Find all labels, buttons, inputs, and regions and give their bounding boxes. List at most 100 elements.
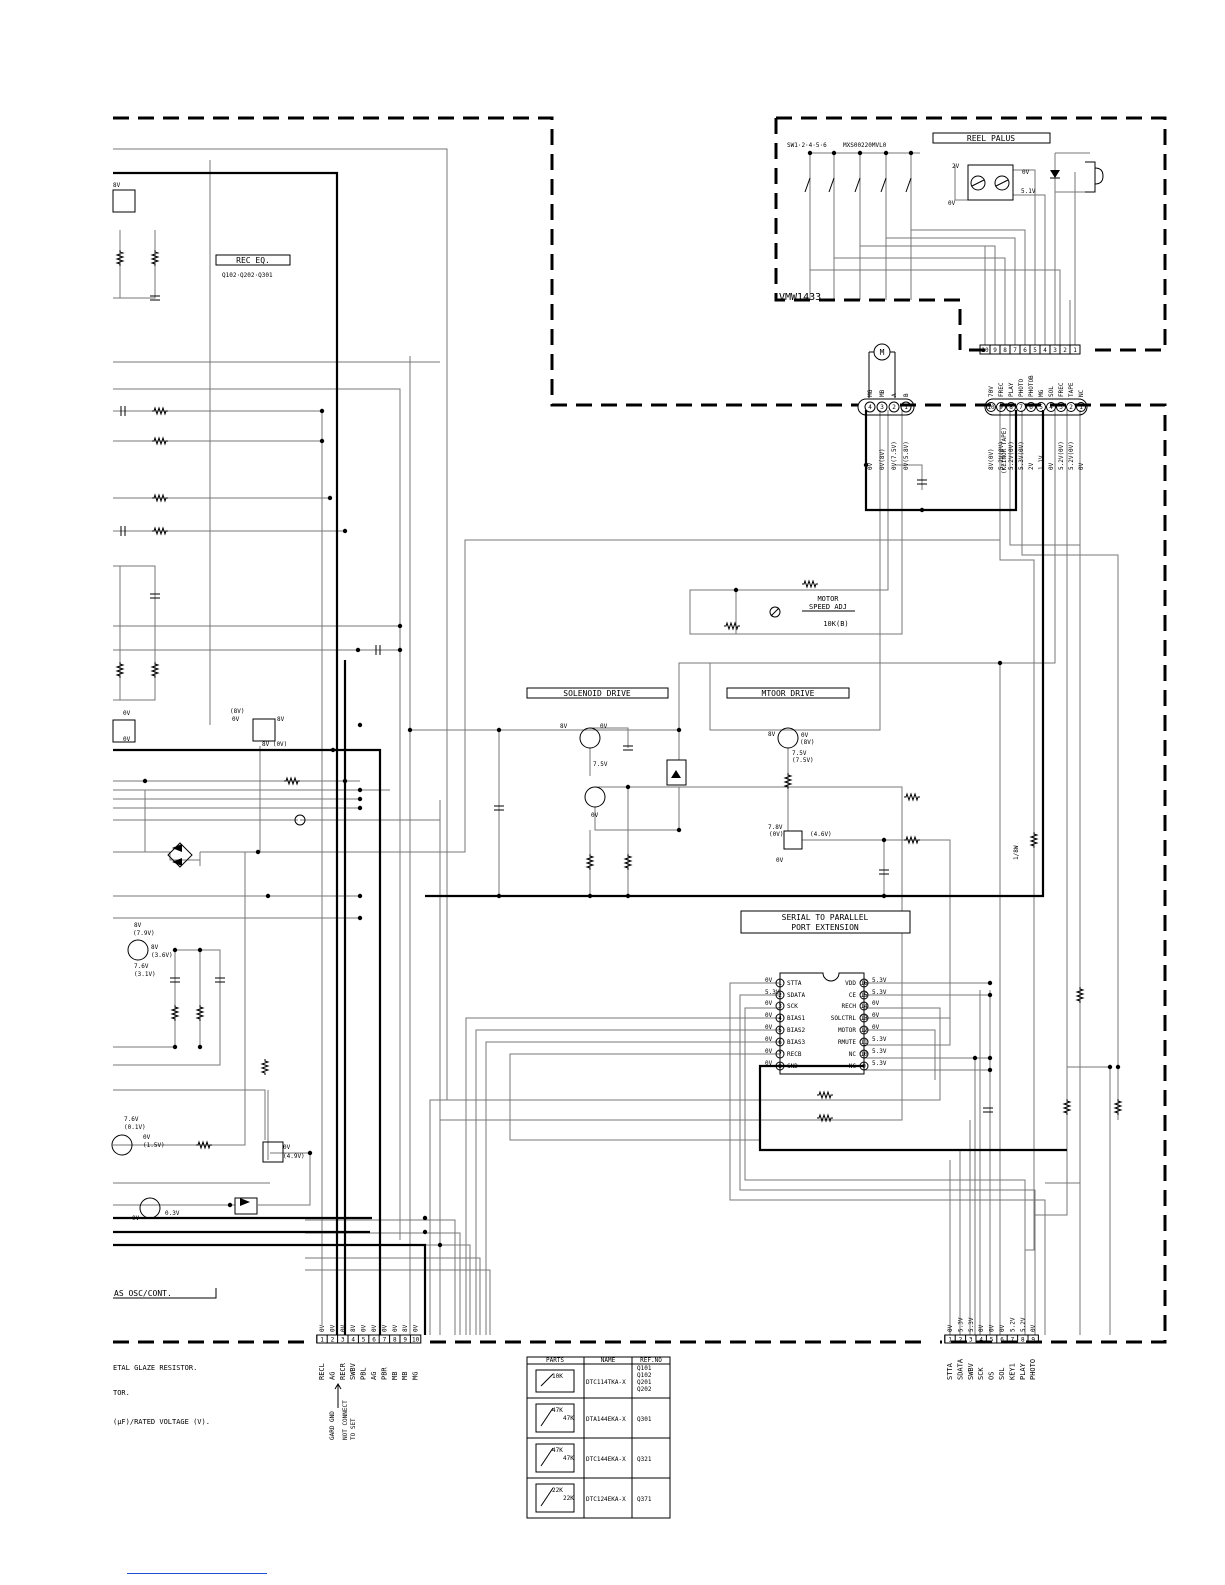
bottom-right-connector-pin-number: 6 bbox=[1000, 1337, 1004, 1344]
bottom-left-connector-pin-number: 9 bbox=[403, 1337, 407, 1344]
bottom-right-connector-signal: PLAY bbox=[1019, 1362, 1027, 1380]
deck-connector-signal: SOL bbox=[1048, 386, 1055, 397]
bottom-left-connector-pin-number: 2 bbox=[331, 1337, 335, 1344]
junction bbox=[883, 150, 889, 156]
deck-connector-pin bbox=[1056, 402, 1066, 412]
deck-connector-pin-number: 7 bbox=[1019, 404, 1023, 411]
junction bbox=[908, 150, 914, 156]
svg-text:8V: 8V bbox=[134, 922, 142, 929]
bottom-right-connector-pin-number: 1 bbox=[948, 1337, 952, 1344]
junction bbox=[857, 150, 863, 156]
ic-right-pin bbox=[859, 1025, 869, 1035]
ic-right-pin-number: 15 bbox=[860, 992, 868, 999]
junction bbox=[397, 647, 403, 653]
junction bbox=[319, 438, 325, 444]
resistor bbox=[817, 1090, 833, 1100]
junction bbox=[881, 893, 887, 899]
parts-symbol bbox=[535, 1483, 575, 1513]
rec-eq-refs: Q102·Q202·Q301 bbox=[222, 272, 273, 279]
junction bbox=[881, 837, 887, 843]
junction bbox=[987, 992, 993, 998]
bottom-right-connector-pin-number: 7 bbox=[1011, 1337, 1015, 1344]
motor-connector-pin-number: 3 bbox=[880, 404, 884, 411]
junction bbox=[327, 495, 333, 501]
switch-contact bbox=[854, 177, 861, 193]
svg-text:7.5V: 7.5V bbox=[792, 750, 807, 757]
resistor bbox=[115, 662, 125, 678]
deck-connector-pin bbox=[986, 402, 996, 412]
svg-text:8V: 8V bbox=[151, 944, 159, 951]
ic-right-pin-name: RECH bbox=[842, 1003, 857, 1010]
deck-connector-signal: MG bbox=[1038, 389, 1045, 397]
resistor bbox=[904, 835, 920, 845]
junction bbox=[142, 778, 148, 784]
svg-text:0V: 0V bbox=[132, 1215, 140, 1222]
capacitor bbox=[917, 479, 927, 485]
svg-text:7.5V: 7.5V bbox=[593, 761, 608, 768]
ic-right-pin-name: CE bbox=[849, 992, 857, 999]
ic-right-pin-name: NC bbox=[849, 1063, 857, 1070]
svg-text:0.3V: 0.3V bbox=[165, 1210, 180, 1217]
svg-text:8V: 8V bbox=[113, 182, 121, 189]
deck-connector-signal: NC bbox=[1078, 389, 1085, 397]
capacitor bbox=[215, 977, 225, 983]
capacitor bbox=[983, 1107, 993, 1113]
bottom-right-connector-voltage: 0V bbox=[989, 1324, 996, 1332]
bottom-right-connector-signal: OS bbox=[988, 1372, 996, 1380]
bottom-left-connector-pin-number: 4 bbox=[351, 1337, 355, 1344]
motor-connector-body bbox=[857, 398, 915, 416]
motor-connector-pin bbox=[876, 401, 888, 413]
ic-right-pin-voltage: 5.3V bbox=[872, 1048, 887, 1055]
junction bbox=[172, 947, 178, 953]
deck-connector-pin-number: 9 bbox=[999, 404, 1003, 411]
parts-ref: Q301 bbox=[637, 1416, 652, 1423]
ic-left-pin-name: RECB bbox=[787, 1051, 802, 1058]
resistor bbox=[817, 1113, 833, 1123]
svg-text:TOR.: TOR. bbox=[113, 1389, 130, 1397]
junction bbox=[1115, 1064, 1121, 1070]
bottom-right-connector-signal: SCK bbox=[977, 1367, 985, 1380]
transistor bbox=[139, 1197, 161, 1219]
svg-text:(7.9V): (7.9V) bbox=[133, 930, 155, 937]
ic-left-pin bbox=[775, 1013, 785, 1023]
deck-connector-pin-number: 2 bbox=[1069, 404, 1073, 411]
resistor bbox=[152, 493, 168, 503]
svg-text:8V: 8V bbox=[277, 716, 285, 723]
footer-link-underline[interactable] bbox=[127, 1573, 267, 1574]
junction bbox=[307, 1150, 313, 1156]
parts-symbol bbox=[535, 1403, 575, 1433]
diode-pair bbox=[240, 1198, 250, 1206]
bottom-left-connector-signal: MB bbox=[401, 1372, 409, 1380]
ic-left-pin-name: STTA bbox=[787, 980, 802, 987]
deck-connector-voltage: 1.1V bbox=[1038, 455, 1045, 470]
resistor bbox=[1029, 832, 1039, 848]
parts-name: DTC144EKA-X bbox=[586, 1456, 626, 1463]
ic-right-pin-voltage: 0V bbox=[872, 1024, 880, 1031]
junction bbox=[197, 947, 203, 953]
bottom-right-connector-pin-number: 8 bbox=[1021, 1337, 1025, 1344]
bottom-left-connector-voltage: 0V bbox=[319, 1324, 326, 1332]
motor-connector-signal: MB bbox=[879, 389, 886, 397]
svg-text:(µF)/RATED VOLTAGE (V).: (µF)/RATED VOLTAGE (V). bbox=[113, 1418, 210, 1426]
ic-left-pin-number: 5 bbox=[778, 1027, 782, 1034]
ic-left-pin-voltage: 0V bbox=[765, 1060, 773, 1067]
deck-connector-voltage: 5.2V(0V) bbox=[998, 441, 1005, 470]
bottom-left-connector-signal: MB bbox=[391, 1372, 399, 1380]
switch-contact bbox=[828, 177, 835, 193]
motor-connector-voltage: 0V(8V) bbox=[879, 448, 886, 470]
ic-right-pin-name: MOTOR bbox=[838, 1027, 856, 1034]
junction bbox=[357, 787, 363, 793]
ic-left-pin-number: 4 bbox=[778, 1015, 782, 1022]
reel-connector-pin-number: 7 bbox=[1013, 347, 1017, 354]
ic-left-pin-number: 3 bbox=[778, 1003, 782, 1010]
junction bbox=[1107, 1064, 1113, 1070]
svg-text:1/8W: 1/8W bbox=[1013, 845, 1020, 860]
motor-connector-signal: A bbox=[891, 393, 898, 397]
ic-left-pin-name: SCK bbox=[787, 1003, 798, 1010]
bottom-left-connector-signal: RECR bbox=[339, 1362, 347, 1380]
ic-right-pin-voltage: 5.3V bbox=[872, 1060, 887, 1067]
deck-connector-pin-number: 6 bbox=[1029, 404, 1033, 411]
junction bbox=[227, 1202, 233, 1208]
capacitor bbox=[120, 526, 126, 536]
ic-left-pin-number: 7 bbox=[778, 1051, 782, 1058]
